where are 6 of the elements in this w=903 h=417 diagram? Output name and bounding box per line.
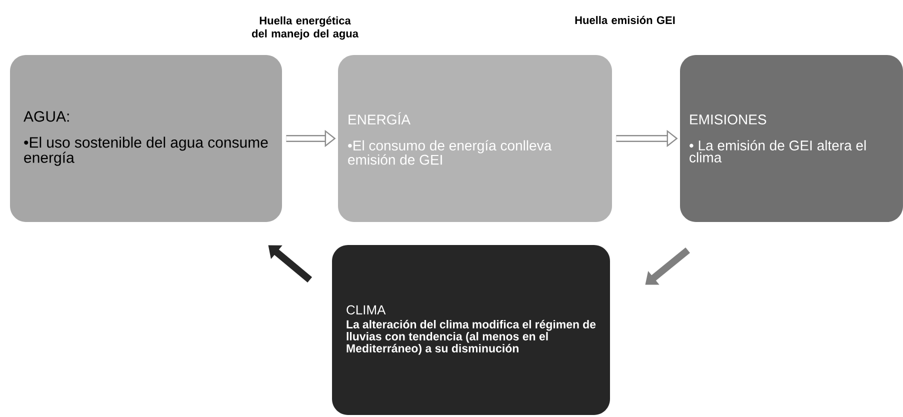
process-box: EMISIONES • La emisión de GEI altera el clima xyxy=(680,55,903,222)
header-label: Huella energética del manejo del agua xyxy=(252,16,359,40)
header-label: Huella emisión GEI xyxy=(575,16,675,24)
process-box: ENERGÍA •El consumo de energía conlleva emisión de GEI xyxy=(338,55,612,222)
process-box: CLIMA La alteración del clima modifica el régimen de lluvias con tendencia (al menos en el Mediterráneo) a su disminución xyxy=(332,245,610,415)
process-box: AGUA: •El uso sostenible del agua consume energía xyxy=(10,55,282,222)
